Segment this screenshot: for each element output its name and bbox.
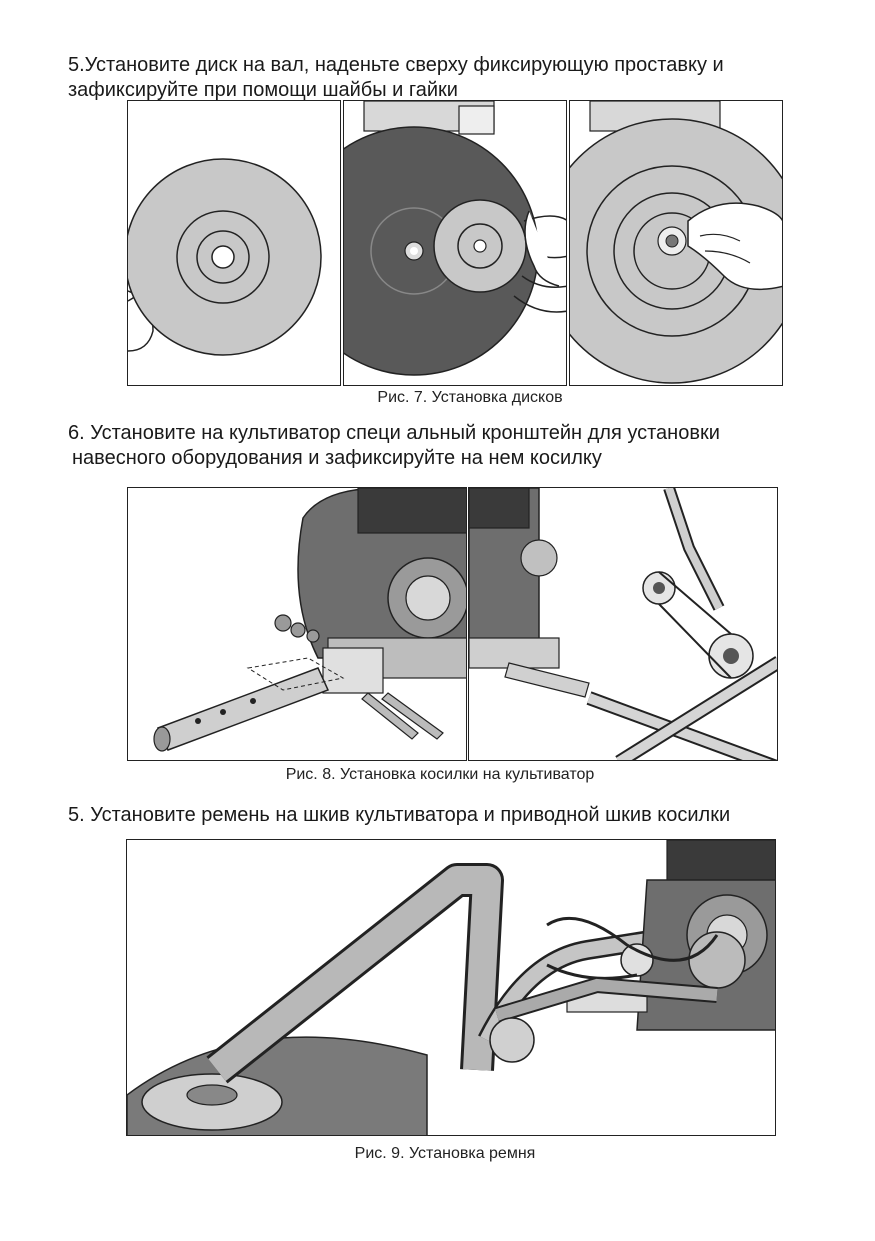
step-5b-text: 5. Установите ремень на шкив культиватор… [68, 804, 731, 826]
bracket-assembly-illustration [153, 488, 466, 752]
fig8-caption: Рис. 8. Установка косилки на культиватор [285, 766, 595, 783]
step-6-line2: навесного оборудования и зафиксируйте на… [72, 447, 602, 469]
fig7-panel-1 [127, 100, 341, 386]
disc-illustration-3 [570, 101, 782, 384]
fig9-panel [126, 839, 776, 1136]
fig8-panel-2 [468, 487, 778, 761]
fig7-panel-3 [569, 100, 783, 386]
step-5a-line2: зафиксируйте при помощи шайбы и гайки [68, 79, 458, 101]
belt-installation-illustration [127, 840, 775, 1135]
disc-illustration-1 [128, 158, 322, 356]
fig7-panel-2 [343, 100, 567, 386]
mower-mount-illustration [469, 488, 777, 760]
fig9-caption: Рис. 9. Установка ремня [354, 1145, 536, 1162]
step-6-line1: 6. Установите на культиватор специ альны… [68, 422, 720, 444]
fig7-caption: Рис. 7. Установка дисков [377, 389, 563, 406]
disc-illustration-2 [344, 101, 566, 376]
step-5a-line1: 5.Установите диск на вал, наденьте сверх… [68, 54, 724, 76]
fig8-panel-1 [127, 487, 467, 761]
